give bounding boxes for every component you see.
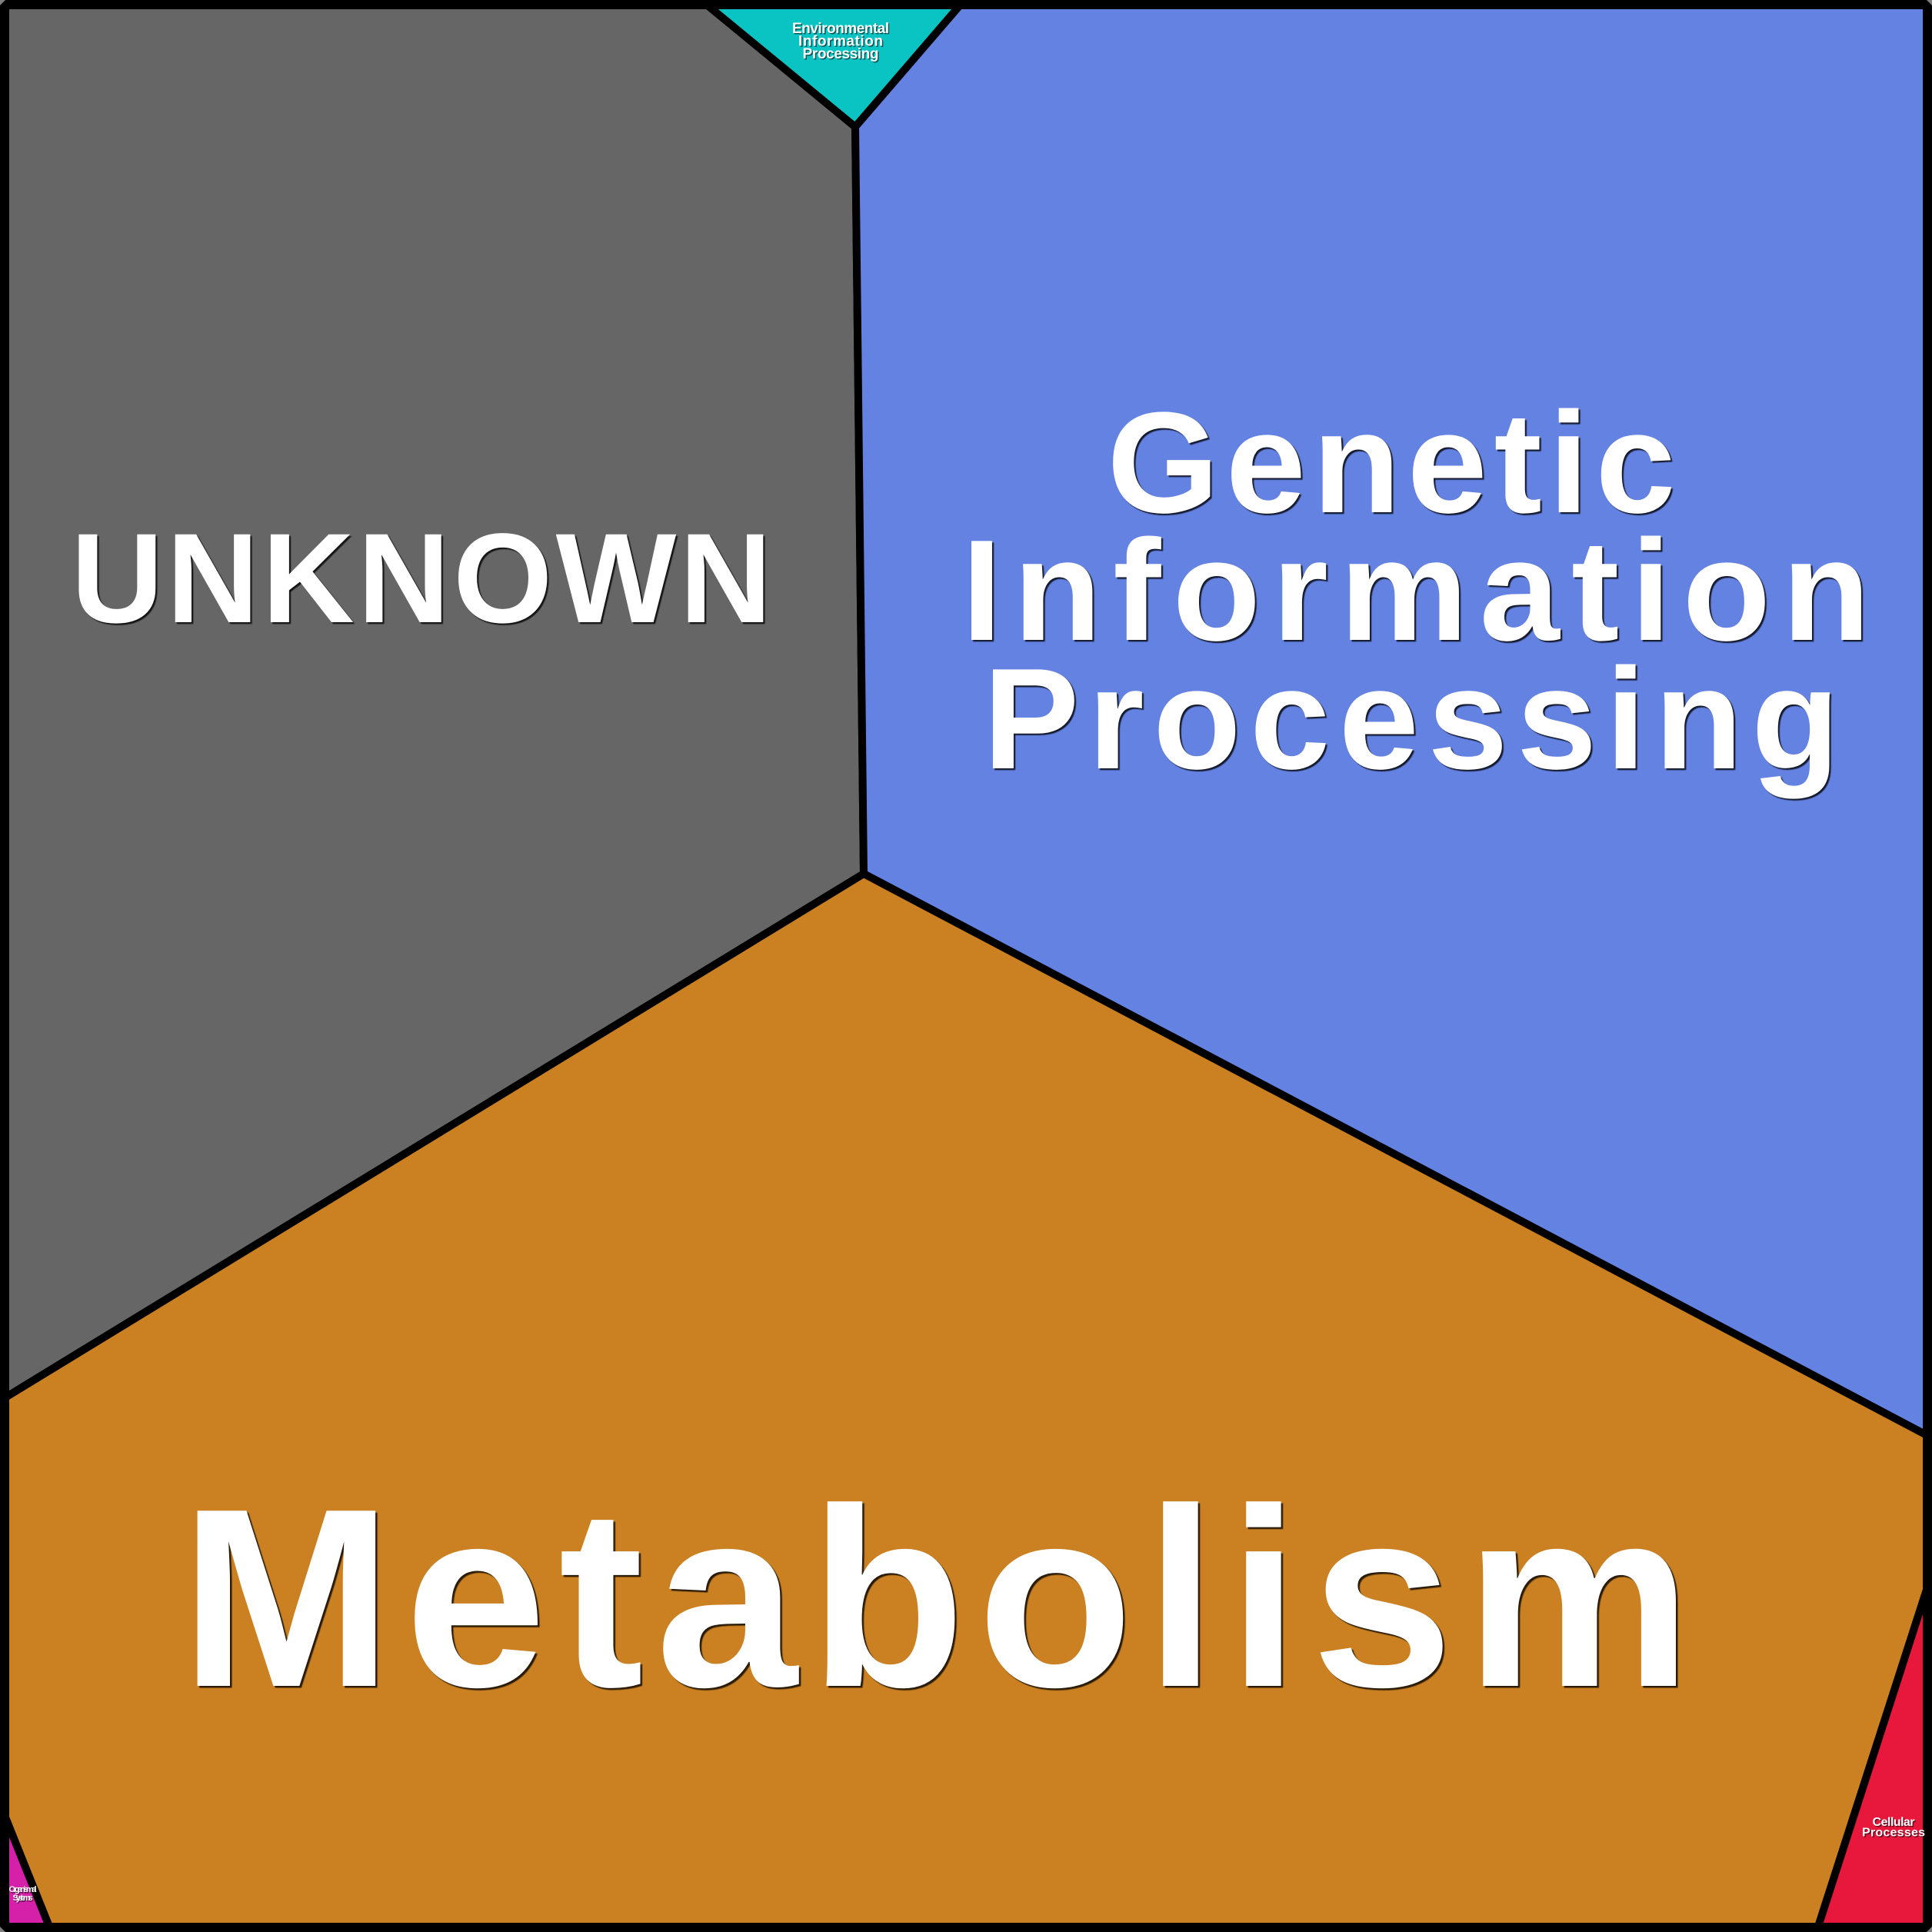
svg-text:Processes: Processes (1862, 1826, 1925, 1839)
svg-text:Organismal: Organismal (9, 1885, 38, 1894)
svg-text:Metabolism: Metabolism (181, 1456, 1692, 1740)
svg-text:Information: Information (800, 35, 884, 51)
svg-text:Processing: Processing (804, 48, 880, 64)
svg-text:Processes: Processes (1864, 1827, 1927, 1840)
svg-text:Information: Information (798, 34, 883, 50)
svg-text:Environmental: Environmental (794, 22, 891, 38)
svg-text:Cellular: Cellular (1874, 1817, 1916, 1830)
svg-text:Systems: Systems (13, 1894, 33, 1903)
svg-text:Processing: Processing (803, 46, 879, 62)
svg-text:Processing: Processing (985, 640, 1841, 801)
svg-text:Processing: Processing (984, 638, 1840, 799)
svg-text:UNKNOWN: UNKNOWN (72, 508, 772, 650)
svg-text:Environmental: Environmental (792, 21, 889, 37)
svg-text:Information: Information (962, 510, 1870, 671)
svg-text:Genetic: Genetic (1109, 384, 1677, 545)
svg-text:Genetic: Genetic (1108, 382, 1676, 543)
svg-text:Cellular: Cellular (1873, 1816, 1915, 1829)
svg-text:Metabolism: Metabolism (182, 1458, 1694, 1743)
svg-text:Systems: Systems (14, 1895, 34, 1904)
svg-text:UNKNOWN: UNKNOWN (73, 509, 774, 651)
svg-text:Information: Information (964, 511, 1872, 672)
svg-text:Organismal: Organismal (10, 1887, 38, 1896)
